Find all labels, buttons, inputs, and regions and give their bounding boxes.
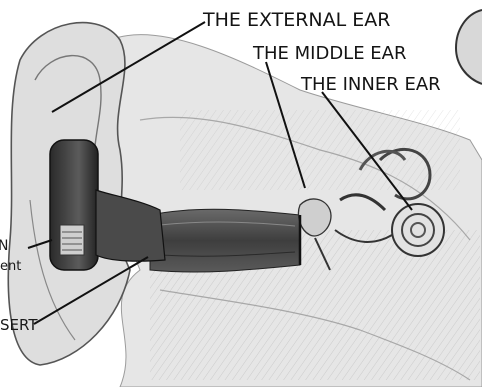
label-left-partial-1: N (0, 238, 8, 254)
label-inner-ear: THE INNER EAR (300, 74, 441, 95)
label-external-ear: THE EXTERNAL EAR (202, 9, 390, 31)
label-left-partial-3: SERT (0, 316, 38, 334)
partial-disc (456, 10, 482, 84)
ear-canal (150, 209, 300, 272)
label-middle-ear: THE MIDDLE EAR (252, 43, 407, 64)
label-left-partial-2: ent (0, 259, 21, 274)
